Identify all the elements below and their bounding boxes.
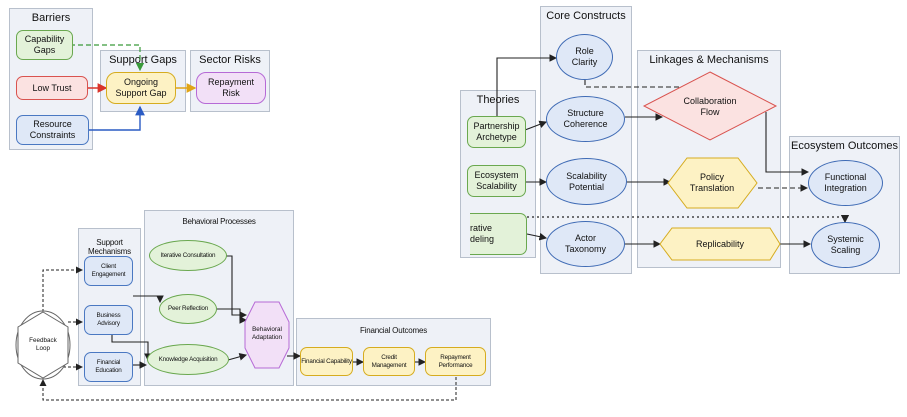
scalability-potential-label: Scalability Potential <box>566 170 607 192</box>
role-clarity-label: Role Clarity <box>571 46 598 67</box>
edge-resource-to-gap <box>89 105 145 131</box>
partnership-archetype-label: Partnership Archetype <box>473 121 520 142</box>
policy-translation-label: Policy Translation <box>689 172 735 193</box>
theories-title: Theories <box>476 94 520 106</box>
iterative-consultation-label: Iterative Consultation <box>160 251 216 259</box>
edge-iterative-to-adaptation <box>226 255 248 319</box>
resource-constraints-node: Resource Constraints <box>16 115 89 145</box>
actor-taxonomy-node: Actor Taxonomy <box>546 221 625 267</box>
edge-peer-to-adaptation <box>217 308 248 324</box>
financial-education-label: Financial Education <box>95 359 122 374</box>
ecosystem-scalability-node: Ecosystem Scalability <box>467 165 526 197</box>
iterative-consultation-node: Iterative Consultation <box>149 240 227 271</box>
edge-partnership-to-structure <box>524 120 548 131</box>
sector-risks-title: Sector Risks <box>199 54 261 66</box>
edge-advisory-to-knowledge <box>111 335 152 362</box>
repayment-performance-label: Repayment Performance <box>438 353 473 369</box>
replicability-shape <box>659 227 781 261</box>
edge-repayment-to-feedback <box>39 377 457 401</box>
financial-capability-label: Financial Capability <box>301 357 352 365</box>
credit-management-node: Credit Management <box>363 347 415 376</box>
edge-capability-to-gap <box>70 44 145 72</box>
edge-role-to-collab <box>584 80 712 91</box>
linkages-title: Linkages & Mechanisms <box>649 54 769 66</box>
replicability-label: Replicability <box>695 238 745 249</box>
edge-partnership-to-role <box>496 54 558 116</box>
functional-integration-node: Functional Integration <box>808 160 883 206</box>
repayment-risk-label: Repayment Risk <box>207 77 255 98</box>
edge-client-to-peer <box>133 295 164 304</box>
financial-education-node: Financial Education <box>84 352 133 382</box>
systemic-scaling-node: Systemic Scaling <box>811 222 880 268</box>
financial-capability-node: Financial Capability <box>300 347 353 376</box>
capability-gaps-label: Capability Gaps <box>24 34 65 55</box>
support-gaps-title: Support Gaps <box>109 54 177 66</box>
edge-iterative-to-actor <box>526 232 548 241</box>
peer-reflection-node: Peer Reflection <box>159 294 217 324</box>
feedback-loop-shape-outline <box>17 311 69 379</box>
peer-reflection-label: Peer Reflection <box>167 305 209 312</box>
capability-gaps-node: Capability Gaps <box>16 30 73 60</box>
functional-integration-label: Functional Integration <box>824 172 867 193</box>
edge-knowledge-to-adaptation <box>227 353 248 361</box>
behavioral-adaptation-shape <box>244 301 290 369</box>
business-advisory-node: Business Advisory <box>84 305 133 335</box>
business-advisory-label: Business Advisory <box>96 312 121 327</box>
ongoing-support-gap-label: Ongoing Support Gap <box>115 77 167 98</box>
partnership-archetype-node: Partnership Archetype <box>467 116 526 148</box>
role-clarity-node: Role Clarity <box>556 34 613 80</box>
edge-collab-to-functional <box>765 112 810 176</box>
knowledge-acquisition-node: Knowledge Acquisition <box>147 344 229 375</box>
repayment-risk-node: Repayment Risk <box>196 72 266 104</box>
core-constructs-title: Core Constructs <box>546 10 626 22</box>
resource-constraints-label: Resource Constraints <box>29 119 76 140</box>
behavioral-processes-title: Behavioral Processes <box>182 217 256 226</box>
feedback-loop-label: Feedback Loop <box>29 337 57 352</box>
scalability-potential-node: Scalability Potential <box>546 158 627 205</box>
ongoing-support-gap-node: Ongoing Support Gap <box>106 72 176 104</box>
credit-management-label: Credit Management <box>371 353 407 369</box>
collaboration-flow-label: Collaboration Flow <box>683 96 737 117</box>
ecosystem-outcomes-title: Ecosystem Outcomes <box>791 140 898 152</box>
behavioral-adaptation-label: Behavioral Adaptation <box>251 326 283 341</box>
support-mechanisms-title: Support Mechanisms <box>88 238 131 256</box>
structure-coherence-label: Structure Coherence <box>563 108 608 129</box>
ecosystem-scalability-label: Ecosystem Scalability <box>474 170 519 191</box>
client-engagement-node: Client Engagement <box>84 256 133 286</box>
barriers-title: Barriers <box>31 12 71 24</box>
structure-coherence-node: Structure Coherence <box>546 96 625 142</box>
iterative-modeling-node: rative deling <box>470 213 527 255</box>
low-trust-node: Low Trust <box>16 76 88 100</box>
repayment-performance-node: Repayment Performance <box>425 347 486 376</box>
knowledge-acquisition-label: Knowledge Acquisition <box>158 355 218 363</box>
client-engagement-label: Client Engagement <box>91 263 126 278</box>
low-trust-label: Low Trust <box>32 82 72 93</box>
iterative-modeling-label: rative deling <box>470 223 495 244</box>
actor-taxonomy-label: Actor Taxonomy <box>564 233 607 254</box>
edge-iterative-to-systemic <box>527 214 850 224</box>
collaboration-flow-shape <box>642 71 778 141</box>
financial-outcomes-title: Financial Outcomes <box>359 326 428 335</box>
policy-translation-shape <box>667 157 758 209</box>
systemic-scaling-label: Systemic Scaling <box>827 234 864 255</box>
edge-feedback-to-client <box>42 266 83 312</box>
